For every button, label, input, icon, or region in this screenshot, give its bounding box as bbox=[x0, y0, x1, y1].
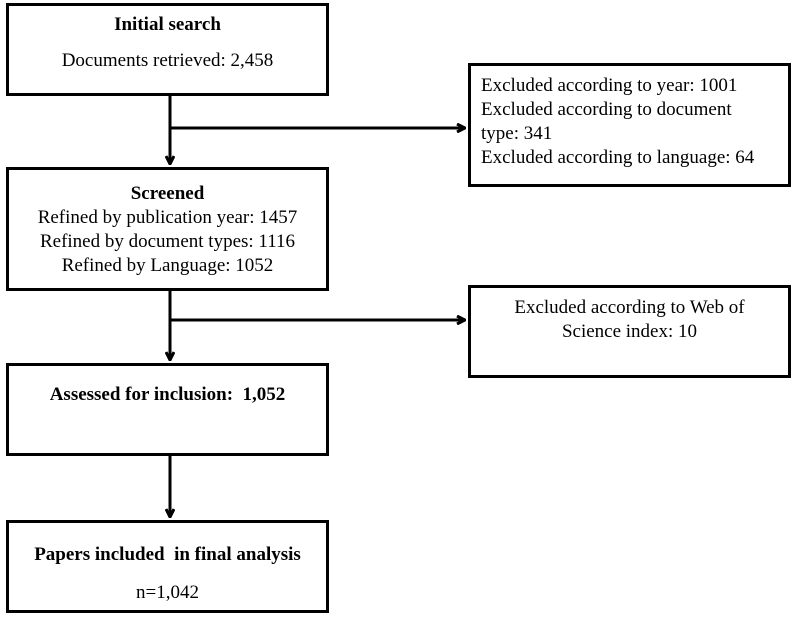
excluded-wos-text-2: Science index: 10 bbox=[561, 321, 698, 342]
refined-doctype-text: Refined by document types: 1116 bbox=[39, 231, 296, 252]
excluded-second-box: Excluded according to Web of Science ind… bbox=[468, 285, 791, 378]
initial-search-box: Initial search Documents retrieved: 2,45… bbox=[6, 3, 329, 96]
excluded-language-text: Excluded according to language: 64 bbox=[481, 147, 755, 168]
excluded-year-text: Excluded according to year: 1001 bbox=[481, 75, 738, 96]
excluded-doctype-text-2: type: 341 bbox=[481, 123, 553, 144]
documents-retrieved-text: Documents retrieved: 2,458 bbox=[61, 50, 274, 71]
refined-year-text: Refined by publication year: 1457 bbox=[37, 207, 298, 228]
excluded-doctype-text-1: Excluded according to document bbox=[481, 99, 732, 120]
excluded-first-box: Excluded according to year: 1001 Exclude… bbox=[468, 63, 791, 187]
screened-title: Screened bbox=[130, 183, 205, 204]
final-analysis-box: Papers included in final analysis n=1,04… bbox=[6, 520, 329, 613]
assessed-title: Assessed for inclusion: 1,052 bbox=[49, 384, 286, 405]
screened-box: Screened Refined by publication year: 14… bbox=[6, 167, 329, 291]
final-count-text: n=1,042 bbox=[136, 582, 199, 603]
refined-language-text: Refined by Language: 1052 bbox=[61, 255, 274, 276]
assessed-box: Assessed for inclusion: 1,052 bbox=[6, 363, 329, 456]
excluded-wos-text-1: Excluded according to Web of bbox=[514, 297, 745, 318]
initial-search-title: Initial search bbox=[114, 14, 221, 35]
final-analysis-title: Papers included in final analysis bbox=[34, 544, 301, 565]
